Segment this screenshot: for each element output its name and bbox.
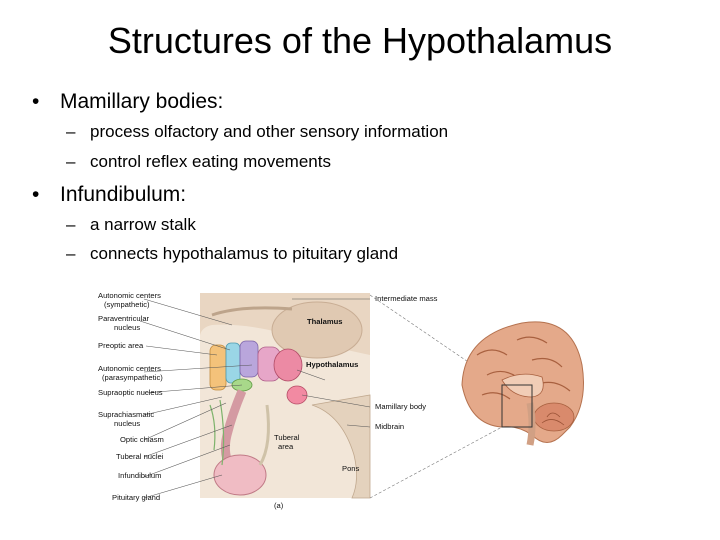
whole-brain-illustration — [461, 321, 584, 446]
label-sympathetic: (sympathetic) — [104, 300, 150, 309]
label-preoptic-area: Preoptic area — [98, 341, 144, 350]
label-suprachiasmatic-nucleus: nucleus — [114, 419, 140, 428]
label-supraoptic-nucleus: Supraoptic nucleus — [98, 388, 163, 397]
slide-title: Structures of the Hypothalamus — [107, 20, 613, 61]
sub-bullet-text: control reflex eating movements — [90, 152, 331, 171]
label-tuberal-nuclei: Tuberal nuclei — [116, 452, 164, 461]
bullet-label: Mamillary bodies: — [60, 90, 224, 113]
label-optic-chiasm: Optic chiasm — [120, 435, 164, 444]
label-paraventricular: Paraventricular — [98, 314, 150, 323]
sub-bullet-text: a narrow stalk — [90, 215, 196, 234]
label-suprachiasmatic: Suprachiasmatic — [98, 410, 154, 419]
brain-section-illustration — [200, 293, 371, 499]
label-area: area — [278, 442, 294, 451]
sub-bullet-text: connects hypothalamus to pituitary gland — [90, 244, 399, 263]
label-intermediate-mass: Intermediate mass — [375, 294, 438, 303]
bullet-glyph: • — [32, 183, 40, 206]
zoom-line-bottom — [369, 426, 503, 499]
label-infundibulum: Infundibulum — [118, 471, 161, 480]
label-autonomic-sympathetic: Autonomic centers — [98, 291, 161, 300]
bullet-label: Infundibulum: — [60, 183, 187, 206]
dash-glyph: – — [66, 244, 76, 263]
label-mamillary-body: Mamillary body — [375, 402, 426, 411]
dash-glyph: – — [66, 215, 76, 234]
label-pons: Pons — [342, 464, 360, 473]
label-paraventricular-nucleus: nucleus — [114, 323, 140, 332]
label-leader-lines — [139, 298, 371, 499]
label-tuberal: Tuberal — [274, 433, 300, 442]
zoom-line-top — [369, 294, 503, 386]
label-thalamus: Thalamus — [307, 317, 342, 326]
label-hypothalamus: Hypothalamus — [306, 360, 358, 369]
label-autonomic-parasympathetic: Autonomic centers — [98, 364, 161, 373]
label-pituitary-gland: Pituitary gland — [112, 493, 160, 502]
sub-bullet-text: process olfactory and other sensory info… — [90, 122, 449, 141]
bullet-glyph: • — [32, 90, 40, 113]
label-parasympathetic: (parasympathetic) — [102, 373, 163, 382]
label-midbrain: Midbrain — [375, 422, 404, 431]
dash-glyph: – — [66, 152, 76, 171]
zoom-box — [501, 384, 533, 428]
label-panel-a: (a) — [274, 501, 284, 510]
hypothalamus-anatomy-figure: Autonomic centers (sympathetic) Paravent… — [98, 291, 584, 510]
dash-glyph: – — [66, 122, 76, 141]
